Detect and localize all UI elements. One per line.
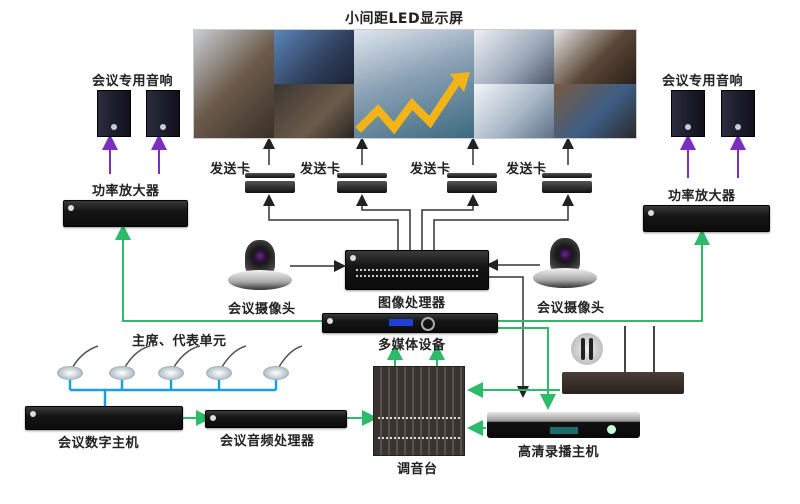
line-proc-sc2 xyxy=(356,194,411,250)
line-multimedia-recorder xyxy=(496,327,556,410)
mixer-label: 调音台 xyxy=(397,462,438,477)
line-multimedia-amp-left xyxy=(115,224,322,322)
line-proc-sc4 xyxy=(433,194,574,250)
image-processor xyxy=(345,250,489,290)
camera-right xyxy=(533,238,597,290)
led-screen-title: 小间距LED显示屏 xyxy=(345,11,464,27)
speakers-right-label: 会议专用音响 xyxy=(662,74,744,89)
hd-recording-host xyxy=(487,412,640,438)
screen-tile-2 xyxy=(274,30,354,84)
line-multimedia-amp-right xyxy=(496,229,710,322)
speaker-right-1 xyxy=(671,90,705,137)
mixer-console xyxy=(373,366,465,456)
camera-left xyxy=(228,240,292,292)
recorder-label: 高清录播主机 xyxy=(518,445,600,460)
send-card-4-body xyxy=(542,181,592,193)
multimedia-label: 多媒体设备 xyxy=(378,338,446,353)
antenna-1 xyxy=(624,326,626,372)
line-proc-sc3 xyxy=(421,194,479,250)
send-card-1-body xyxy=(245,181,295,193)
delegate-mic-4 xyxy=(206,366,232,380)
screen-tile-3b xyxy=(474,84,554,138)
send-card-1 xyxy=(245,173,295,178)
conference-audio-processor xyxy=(205,410,347,428)
delegate-mic-3 xyxy=(158,366,184,380)
antenna-2 xyxy=(653,326,655,372)
screen-tile-2b xyxy=(274,84,354,138)
send-card-3-label: 发送卡 xyxy=(410,162,451,177)
power-amplifier-left xyxy=(63,200,188,227)
send-card-3-body xyxy=(447,181,497,193)
screen-tile-1 xyxy=(194,30,274,138)
camera-to-processor-lines xyxy=(290,259,540,398)
processor-to-send-card-lines xyxy=(263,194,574,250)
screen-tile-3 xyxy=(474,30,554,84)
knob-icon xyxy=(421,317,435,331)
wireless-mic-receiver xyxy=(562,372,684,394)
send-card-2-label: 发送卡 xyxy=(300,162,341,177)
send-card-4 xyxy=(542,173,592,178)
send-card-4-label: 发送卡 xyxy=(506,162,547,177)
speaker-right-2 xyxy=(721,90,755,137)
delegate-mic-2 xyxy=(109,366,135,380)
speaker-left-2 xyxy=(146,90,180,137)
power-button-icon xyxy=(607,425,616,434)
audio-lines xyxy=(115,224,710,436)
display-lcd xyxy=(550,427,578,434)
line-proc-sc1 xyxy=(263,194,399,250)
delegate-mic-5 xyxy=(263,366,289,380)
speaker-lines xyxy=(102,134,746,178)
camera-left-label: 会议摄像头 xyxy=(228,302,296,317)
amp-left-label: 功率放大器 xyxy=(92,184,160,199)
multimedia-device xyxy=(322,313,498,333)
send-card-2-body xyxy=(337,181,387,193)
delegate-units-label: 主席、代表单元 xyxy=(132,334,227,349)
wireless-mic-icon xyxy=(571,333,603,365)
screen-tile-4b xyxy=(554,84,636,138)
speaker-left-1 xyxy=(97,90,131,137)
amp-right-label: 功率放大器 xyxy=(668,189,736,204)
rising-arrow-graphic xyxy=(355,72,470,135)
power-amplifier-right xyxy=(643,205,770,232)
send-card-3 xyxy=(447,173,497,178)
image-processor-label: 图像处理器 xyxy=(378,296,446,311)
digital-host-label: 会议数字主机 xyxy=(58,436,140,451)
send-card-to-screen-lines xyxy=(263,137,574,165)
display-lcd xyxy=(389,319,413,326)
send-card-2 xyxy=(337,173,387,178)
camera-right-label: 会议摄像头 xyxy=(537,301,605,316)
speakers-left-label: 会议专用音响 xyxy=(92,74,174,89)
send-card-1-label: 发送卡 xyxy=(210,162,251,177)
screen-tile-4 xyxy=(554,30,636,84)
delegate-mic-1 xyxy=(57,366,83,380)
line-proc-recorder xyxy=(488,276,529,398)
conference-digital-host xyxy=(25,406,183,430)
mic-bus-lines xyxy=(68,378,278,406)
led-screen xyxy=(193,29,637,139)
audio-processor-label: 会议音频处理器 xyxy=(220,434,315,449)
